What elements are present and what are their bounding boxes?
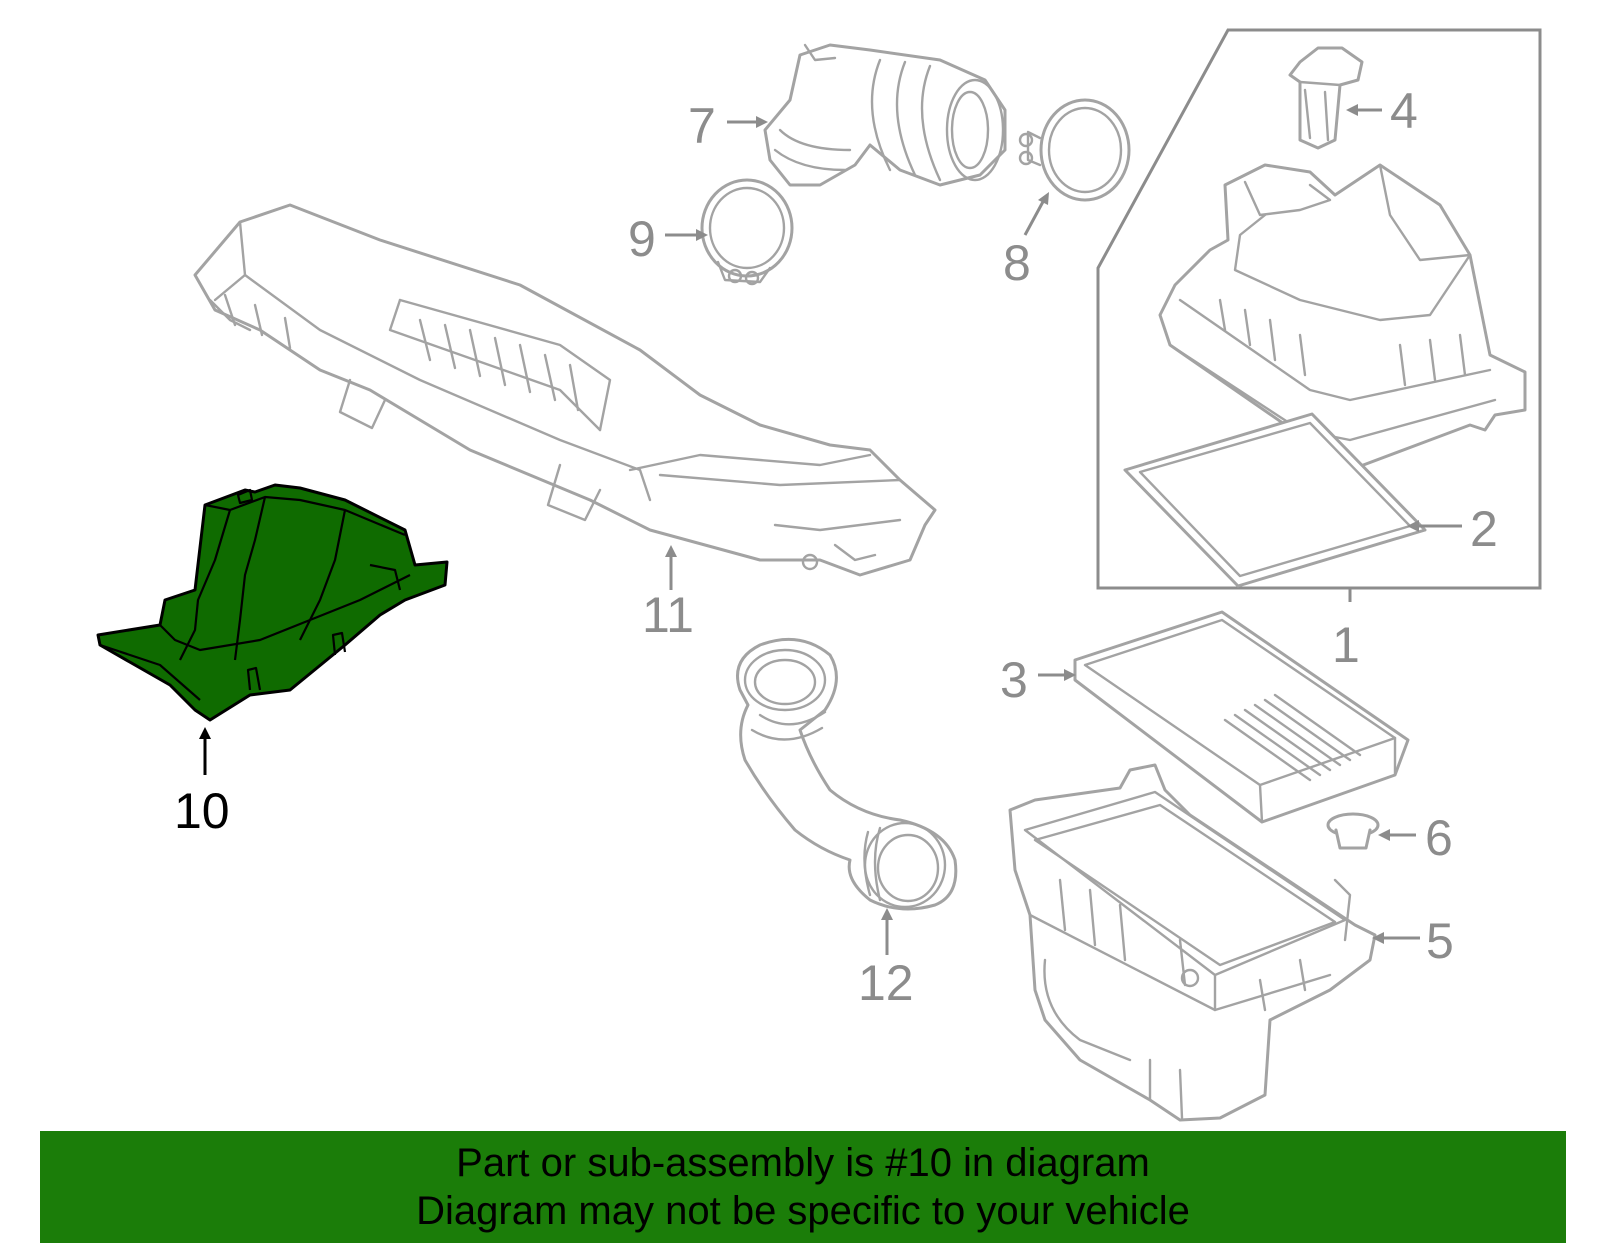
part-6-grommet[interactable] [1326, 812, 1380, 850]
part-7-intake-hose[interactable] [763, 43, 1007, 187]
callout-11: 11 [642, 587, 694, 643]
callout-12: 12 [858, 955, 914, 1011]
banner-line-1: Part or sub-assembly is #10 in diagram [456, 1141, 1150, 1185]
assembly-1-box [1096, 28, 1542, 590]
part-3-filter[interactable] [1073, 610, 1410, 824]
part-8-clamp[interactable] [1018, 98, 1131, 202]
part-11-air-duct[interactable] [193, 203, 937, 577]
callout-5: 5 [1426, 913, 1454, 969]
callout-9: 9 [628, 211, 656, 267]
callout-6: 6 [1425, 810, 1453, 866]
callout-7: 7 [688, 98, 716, 154]
part-10-highlighted[interactable] [96, 483, 449, 722]
callout-4: 4 [1390, 83, 1418, 139]
callout-1: 1 [1332, 617, 1360, 673]
part-9-clamp[interactable] [700, 178, 794, 286]
part-12-elbow-hose[interactable] [736, 637, 958, 911]
callout-8: 8 [1003, 235, 1031, 291]
callout-2: 2 [1470, 501, 1498, 557]
banner-line-2: Diagram may not be specific to your vehi… [416, 1189, 1190, 1233]
callout-3: 3 [1000, 652, 1028, 708]
part-1-upper-case[interactable] [1158, 163, 1527, 472]
part-5-lower-case[interactable] [1008, 763, 1377, 1122]
callout-10: 10 [174, 783, 230, 839]
part-4-sensor[interactable] [1288, 46, 1364, 150]
info-banner: Part or sub-assembly is #10 in diagram D… [40, 1131, 1566, 1243]
